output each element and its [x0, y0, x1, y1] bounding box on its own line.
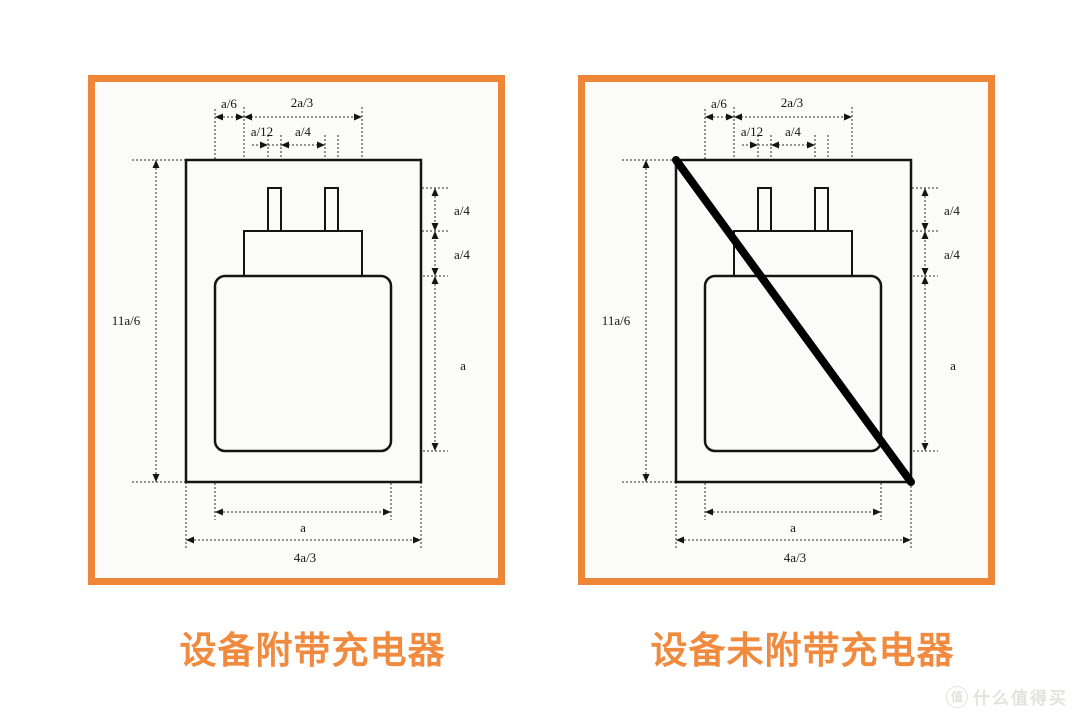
charger-outline — [184, 158, 423, 484]
label-body-height: a — [950, 358, 956, 373]
cross-out-line — [672, 156, 915, 486]
label-body-width: a — [300, 520, 306, 535]
watermark: 值 什么值得买 — [946, 684, 1068, 709]
charger-body — [213, 274, 393, 453]
dimension-lines — [152, 113, 439, 544]
label-neck-width: 2a/3 — [781, 95, 803, 110]
label-body-height: a — [460, 358, 466, 373]
charger-body — [703, 274, 883, 453]
label-top-margin: a/6 — [711, 96, 727, 111]
dimension-lines — [642, 113, 929, 544]
label-prong-width: a/12 — [251, 124, 273, 139]
label-prong-height: a/4 — [944, 203, 960, 218]
smzdm-logo-icon: 值 — [946, 685, 968, 708]
label-outer-width: 4a/3 — [784, 550, 806, 565]
charger-prong-left — [267, 187, 282, 232]
label-prong-height: a/4 — [454, 203, 470, 218]
caption-with-charger: 设备附带充电器 — [179, 630, 446, 671]
label-neck-height: a/4 — [454, 247, 470, 262]
label-outer-height: 11a/6 — [602, 313, 631, 328]
watermark-text: 什么值得买 — [973, 689, 1068, 708]
charger-prong-left — [757, 187, 772, 232]
label-prong-gap: a/4 — [785, 124, 801, 139]
label-neck-width: 2a/3 — [291, 95, 313, 110]
label-prong-gap: a/4 — [295, 124, 311, 139]
dimension-labels: a/6 2a/3 a/12 a/4 a/4 a/4 a 11a/6 a 4a/3 — [602, 95, 961, 565]
charger-neck — [243, 230, 363, 277]
charger-prong-right — [814, 187, 829, 232]
label-neck-height: a/4 — [944, 247, 960, 262]
label-body-width: a — [790, 520, 796, 535]
panel-with-charger: a/6 2a/3 a/12 a/4 a/4 a/4 a 11a/6 a 4a/3 — [88, 75, 505, 585]
dimension-labels: a/6 2a/3 a/12 a/4 a/4 a/4 a 11a/6 a 4a/3 — [112, 95, 471, 565]
label-top-margin: a/6 — [221, 96, 237, 111]
label-outer-height: 11a/6 — [112, 313, 141, 328]
caption-without-charger: 设备未附带充电器 — [650, 630, 955, 671]
charger-prong-right — [324, 187, 339, 232]
panel-without-charger: a/6 2a/3 a/12 a/4 a/4 a/4 a 11a/6 a 4a/3 — [578, 75, 995, 585]
charger-dimension-diagram-crossed: a/6 2a/3 a/12 a/4 a/4 a/4 a 11a/6 a 4a/3 — [602, 95, 961, 565]
label-prong-width: a/12 — [741, 124, 763, 139]
charger-dimension-diagram: a/6 2a/3 a/12 a/4 a/4 a/4 a 11a/6 a 4a/3 — [112, 95, 471, 565]
label-outer-width: 4a/3 — [294, 550, 316, 565]
